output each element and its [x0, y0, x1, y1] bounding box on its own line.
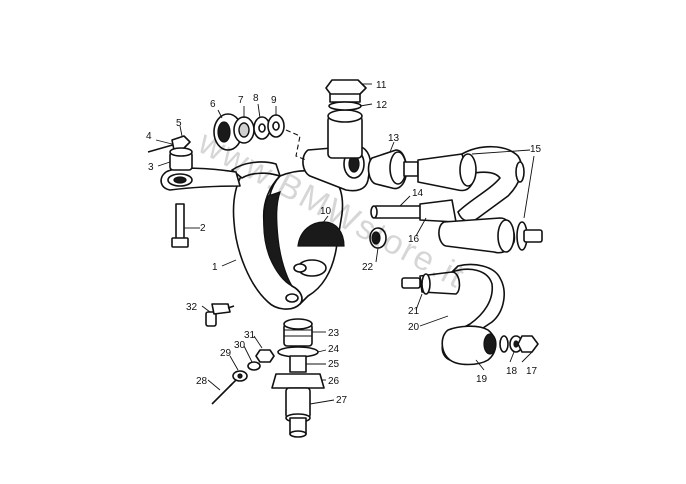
callout-24: 24: [328, 344, 340, 355]
callout-21: 21: [408, 306, 420, 317]
callout-11: 11: [376, 80, 387, 91]
steering-knuckle-part: [160, 109, 372, 310]
callout-1: 1: [212, 262, 218, 273]
callout-32: 32: [186, 302, 198, 313]
bearing-stack-parts: [213, 113, 307, 161]
callout-30: 30: [234, 340, 246, 351]
bottom-pin-stack: [271, 318, 325, 438]
callout-22: 22: [362, 262, 374, 273]
callout-17: 17: [526, 366, 538, 377]
callout-labels: 1 2 3 4 5 6 7 8 9 10 11 12 13 14 15 16 1…: [146, 80, 542, 406]
callout-18: 18: [506, 366, 518, 377]
callout-7: 7: [238, 95, 244, 106]
lower-left-fasteners: [205, 303, 275, 405]
callout-20: 20: [408, 322, 420, 333]
callout-8: 8: [253, 93, 259, 104]
top-nut-washer: [325, 79, 367, 111]
upper-shaft-assembly: [367, 145, 543, 254]
callout-15: 15: [530, 144, 542, 155]
steering-arm-fasteners: [147, 135, 193, 248]
callout-14: 14: [412, 188, 424, 199]
callout-12: 12: [376, 100, 388, 111]
callout-3: 3: [148, 162, 154, 173]
callout-13: 13: [388, 133, 400, 144]
callout-19: 19: [476, 374, 488, 385]
lower-arm-assembly: [401, 263, 539, 366]
callout-27: 27: [336, 395, 348, 406]
callout-2: 2: [200, 223, 206, 234]
callout-10: 10: [320, 206, 332, 217]
callout-9: 9: [271, 95, 277, 106]
callout-31: 31: [244, 330, 256, 341]
callout-29: 29: [220, 348, 232, 359]
callout-23: 23: [328, 328, 340, 339]
callout-4: 4: [146, 131, 152, 142]
callout-16: 16: [408, 234, 420, 245]
callout-28: 28: [196, 376, 208, 387]
callout-5: 5: [176, 118, 182, 129]
leader-lines: [155, 83, 535, 405]
callout-6: 6: [210, 99, 216, 110]
callout-25: 25: [328, 359, 340, 370]
callout-26: 26: [328, 376, 340, 387]
